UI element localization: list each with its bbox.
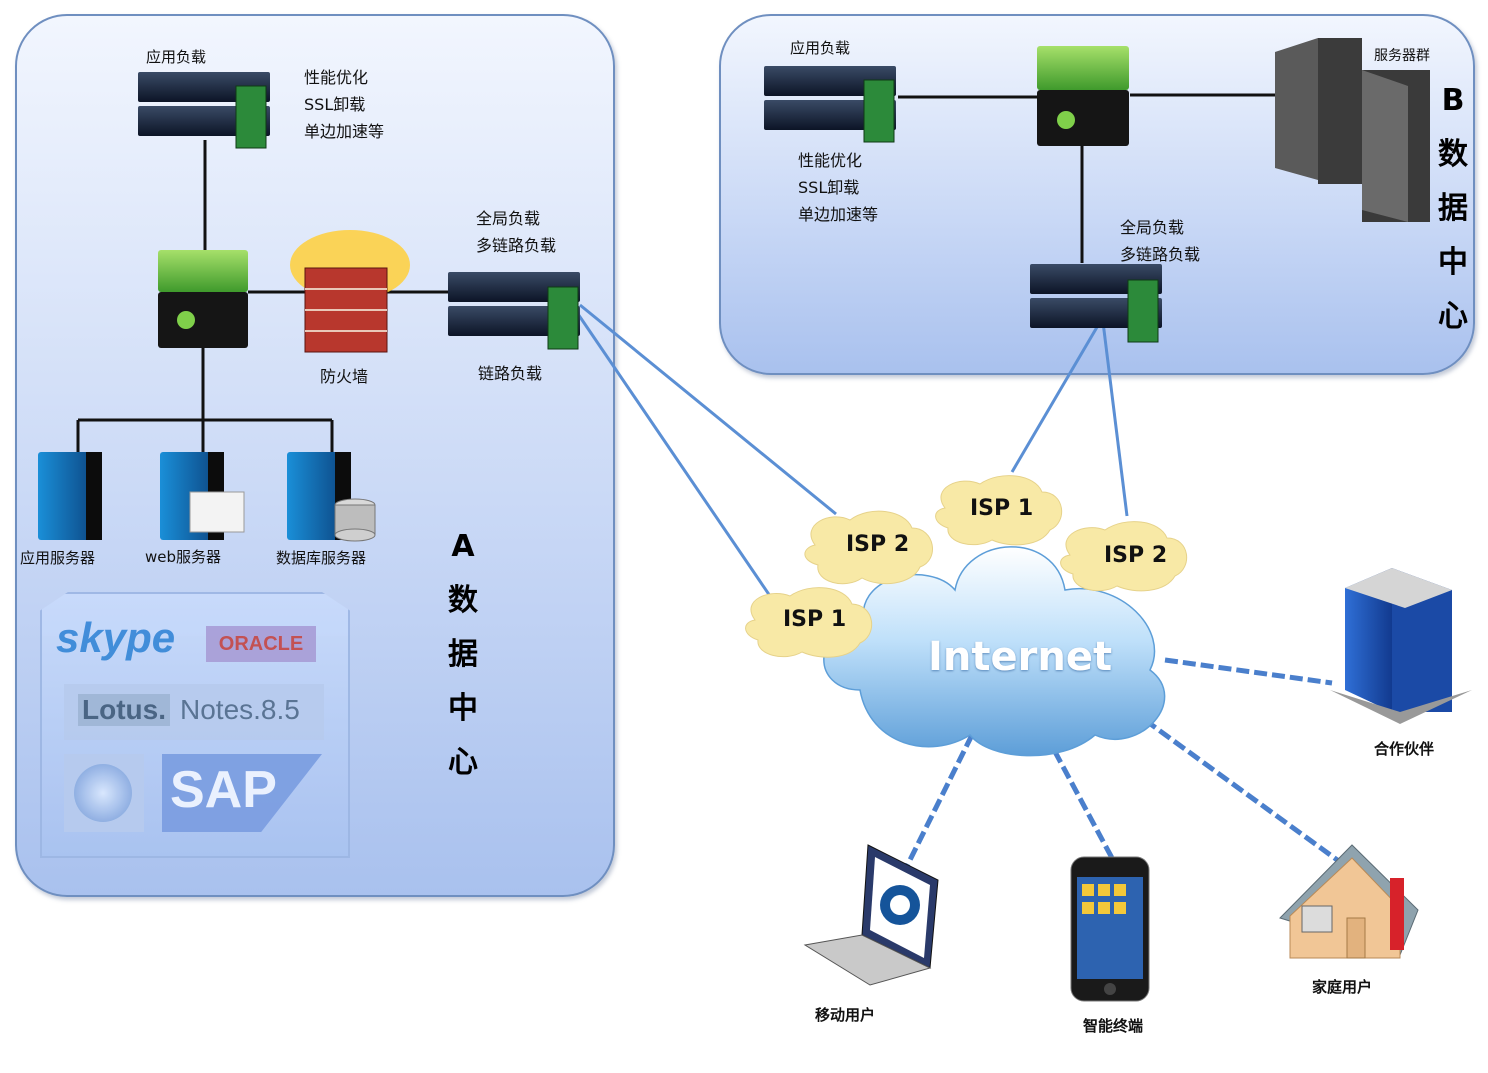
title-char: 据 — [448, 637, 478, 672]
firewall-label: 防火墙 — [320, 367, 369, 386]
server-cluster-label: 服务器群 — [1374, 48, 1430, 64]
b-app-lb-features: 性能优化 SSL卸载 单边加速等 — [798, 147, 878, 228]
label-line: 多链路负载 — [476, 236, 557, 255]
isp-1-label-b: ISP 1 — [970, 496, 1034, 521]
a-app-lb-features: 性能优化 SSL卸载 单边加速等 — [304, 64, 384, 145]
feature-item: SSL卸载 — [304, 95, 366, 114]
partner-label: 合作伙伴 — [1374, 740, 1435, 758]
title-char: 中 — [448, 691, 478, 726]
title-char: 心 — [448, 745, 478, 780]
isp-bubbles — [745, 475, 1188, 658]
a-internal-links — [76, 140, 450, 452]
mobile-user-label: 移动用户 — [815, 1006, 876, 1024]
smartphone-device — [1070, 856, 1150, 1002]
isp-links — [576, 303, 1129, 597]
web-server-label: web服务器 — [145, 548, 222, 566]
b-app-lb-device — [764, 66, 896, 143]
endpoint-links — [902, 657, 1342, 872]
title-char: B — [1441, 83, 1465, 118]
isp-2-label-a: ISP 2 — [846, 532, 910, 557]
title-char: A — [451, 529, 475, 564]
house-building — [1279, 844, 1419, 959]
datacenter-b-title: B 数 据 中 心 — [1433, 74, 1473, 344]
sap-logo: SAP — [162, 754, 322, 832]
label-line: 全局负载 — [1120, 218, 1185, 237]
oracle-logo: ORACLE — [206, 626, 316, 662]
internet-label: Internet — [928, 634, 1113, 680]
a-app-lb-label: 应用负载 — [146, 48, 207, 66]
title-char: 据 — [1438, 191, 1468, 226]
b-core-switch — [1037, 46, 1129, 146]
app-server — [38, 452, 102, 540]
title-char: 数 — [1438, 137, 1468, 172]
smart-terminal-label: 智能终端 — [1083, 1017, 1144, 1035]
laptop-device — [803, 844, 939, 986]
title-char: 心 — [1438, 299, 1468, 334]
lotus-text: Lotus. — [78, 694, 170, 726]
title-char: 数 — [448, 583, 478, 618]
a-link-lb-device — [448, 272, 580, 350]
label-line: 多链路负载 — [1120, 245, 1201, 264]
b-internal-links — [898, 93, 1280, 263]
database-server-label: 数据库服务器 — [276, 549, 367, 567]
feature-item: 性能优化 — [304, 68, 369, 87]
notes-text: Notes.8.5 — [180, 694, 300, 725]
feature-item: 单边加速等 — [798, 205, 879, 224]
b-app-lb-label: 应用负载 — [790, 39, 851, 57]
firewall-device — [290, 230, 410, 353]
feature-item: SSL卸载 — [798, 178, 860, 197]
title-char: 中 — [1438, 245, 1468, 280]
link-lb-label: 链路负载 — [478, 364, 543, 383]
internet-cloud — [823, 546, 1166, 757]
a-app-lb-device — [138, 72, 270, 149]
b-global-lb-device — [1030, 264, 1162, 343]
b-global-lb-label: 全局负载 多链路负载 — [1120, 214, 1200, 268]
partner-building — [1330, 568, 1472, 724]
isp-1-label-a: ISP 1 — [783, 607, 847, 632]
home-user-label: 家庭用户 — [1312, 978, 1373, 996]
app-server-label: 应用服务器 — [20, 549, 96, 567]
sap-text: SAP — [170, 761, 277, 819]
a-core-switch — [158, 250, 248, 348]
a-global-lb-label: 全局负载 多链路负载 — [476, 205, 556, 259]
database-server — [287, 452, 376, 542]
windows-logo — [64, 754, 144, 832]
isp-2-label-b: ISP 2 — [1104, 543, 1168, 568]
skype-logo: skype — [56, 614, 176, 661]
label-line: 全局负载 — [476, 209, 541, 228]
datacenter-a-title: A 数 据 中 心 — [443, 520, 483, 790]
application-logos-panel: skype ORACLE Lotus. Notes.8.5 SAP — [40, 592, 350, 858]
feature-item: 性能优化 — [798, 151, 863, 170]
lotus-notes-logo: Lotus. Notes.8.5 — [64, 684, 324, 740]
web-server — [160, 452, 245, 540]
feature-item: 单边加速等 — [304, 122, 385, 141]
server-cluster — [1275, 38, 1430, 222]
